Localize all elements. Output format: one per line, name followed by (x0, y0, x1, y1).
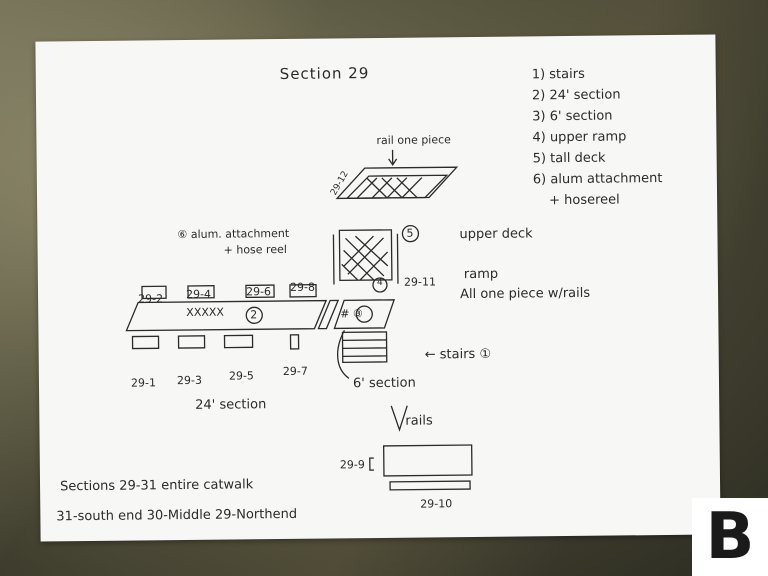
label-29-11: 29-11 (403, 275, 436, 289)
upper-deck-shape (345, 174, 449, 199)
rail-29-5 (223, 334, 254, 349)
rails-label: rails (405, 413, 433, 429)
rail-one-piece-label: rail one piece (376, 133, 451, 148)
rail-29-9-box (382, 444, 473, 477)
catwalk-24-section (125, 299, 328, 332)
ramp-note: All one piece w/rails (459, 285, 591, 303)
rail-29-7 (289, 334, 300, 350)
notes-line-1: Sections 29-31 entire catwalk (59, 477, 254, 495)
label-29-5: 29-5 (228, 369, 254, 383)
label-29-4: 29-4 (185, 287, 212, 302)
ramp-label: ramp (463, 266, 499, 283)
six-foot-section (333, 299, 396, 330)
alum-attachment-label: ⑥ alum. attachment (177, 226, 290, 242)
label-29-1: 29-1 (130, 376, 157, 390)
stairs-treads (342, 339, 387, 358)
rail-arrow (388, 149, 398, 167)
label-29-3: 29-3 (176, 373, 202, 388)
catwalk-xs: XXXXX (186, 305, 224, 320)
brand-logo-letter: B (705, 500, 755, 574)
rail-29-10-box (389, 480, 471, 491)
catwalk-sketch (125, 149, 473, 491)
ramp-rails (332, 233, 399, 285)
rail-29-2 (141, 285, 167, 300)
circle-5-label: 5 (406, 226, 414, 240)
paper-sheet: Section 29 1) stairs 2) 24' section 3) 6… (35, 34, 721, 542)
rail-29-9-bracket (369, 457, 374, 471)
label-29-10: 29-10 (420, 497, 453, 511)
brand-logo: B (692, 498, 768, 576)
label-24-section: 24' section (195, 397, 267, 413)
circle-2 (245, 306, 263, 324)
rail-29-6 (245, 284, 275, 299)
upper-deck-label: upper deck (459, 226, 533, 243)
label-29-8: 29-8 (289, 280, 316, 294)
rail-29-1 (131, 335, 160, 350)
circle-3 (355, 305, 373, 323)
rails-arrow (390, 405, 408, 432)
ramp-hatch (341, 235, 389, 281)
circle-4 (372, 277, 388, 293)
upper-deck-hatch (356, 177, 423, 199)
rail-29-4 (187, 285, 215, 299)
circle-5 (401, 225, 420, 243)
stairs-label: ← stairs ① (424, 346, 492, 363)
rail-29-3 (177, 335, 206, 349)
notes-line-2: 31-south end 30-Middle 29-Northend (56, 506, 298, 525)
circle-2-label: 2 (250, 308, 258, 322)
circle-3-label: # ③ (340, 307, 363, 321)
label-29-6: 29-6 (245, 285, 272, 299)
label-29-7: 29-7 (282, 364, 308, 379)
hose-reel-label: + hose reel (223, 242, 287, 257)
six-section-arrow (337, 330, 350, 379)
catwalk-connector (317, 299, 340, 330)
six-section-label: 6' section (352, 375, 416, 392)
label-29-2: 29-2 (138, 292, 164, 306)
label-29-9: 29-9 (339, 458, 365, 472)
stairs-box (341, 331, 388, 364)
ramp-box (338, 229, 393, 282)
rail-29-8 (289, 283, 317, 298)
circle-4-label: 4 (376, 277, 383, 289)
